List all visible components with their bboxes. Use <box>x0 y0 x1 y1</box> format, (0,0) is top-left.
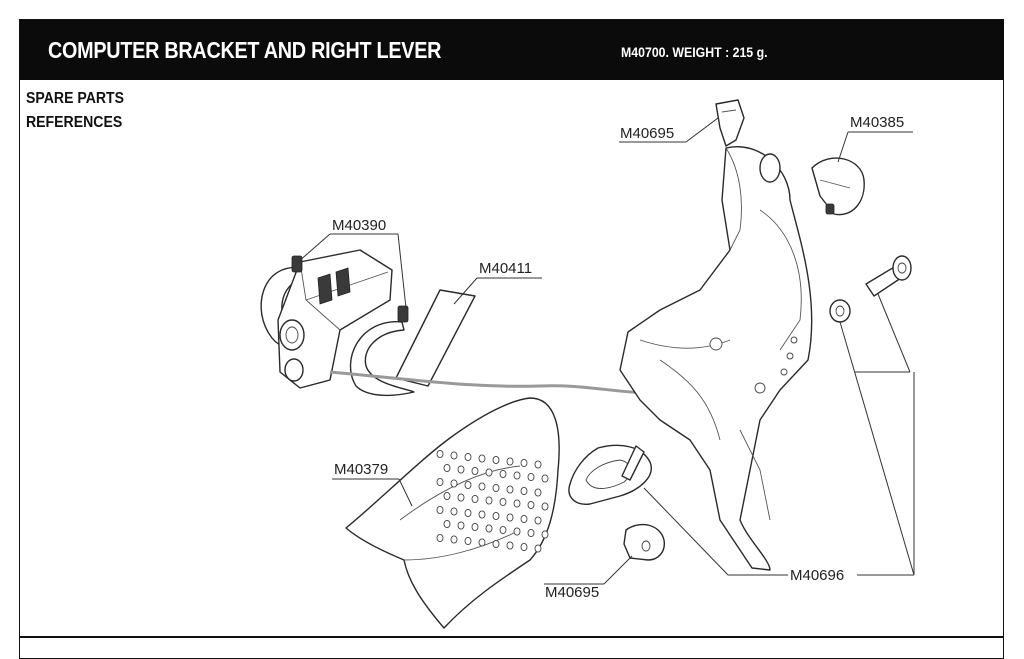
perforation-hole <box>478 482 486 491</box>
washer-part <box>829 299 851 323</box>
perforation-hole <box>450 479 458 488</box>
perforation-hole <box>541 502 549 511</box>
perforation-hole <box>436 533 444 543</box>
ref-label-adhesive-pad: M40411 <box>479 260 532 277</box>
perforation-hole <box>450 535 458 544</box>
perforation-hole <box>478 510 486 519</box>
ref-label-lever-clip-bottom: M40695 <box>545 584 599 601</box>
perforation-hole <box>436 449 444 459</box>
lever-body-part <box>619 146 813 571</box>
perforation-hole <box>499 497 507 507</box>
cable <box>329 370 661 396</box>
perforation-hole <box>485 468 493 477</box>
perforation-hole <box>443 491 451 501</box>
section-label-references: REFERENCES <box>26 114 123 131</box>
perforation-hole <box>492 483 500 493</box>
header-bar: COMPUTER BRACKET AND RIGHT LEVER M40700.… <box>20 20 1004 80</box>
perforation-hole <box>464 536 472 546</box>
perforation-hole <box>471 466 479 476</box>
perforation-hole <box>478 454 486 463</box>
hood-part <box>345 397 560 629</box>
perforation-hole <box>527 472 535 482</box>
computer-bracket-part <box>260 249 415 397</box>
bolt-part <box>865 255 912 297</box>
perforation-hole <box>464 508 472 518</box>
perforation-hole <box>513 527 521 536</box>
perforation-hole <box>506 485 514 494</box>
perforation-hole <box>478 538 486 547</box>
perforation-hole <box>527 500 535 510</box>
ref-label-clamp-band: M40696 <box>790 567 844 584</box>
perforation-hole <box>506 457 514 466</box>
page-subtitle: M40700. WEIGHT : 215 g. <box>621 44 768 60</box>
perforation-hole <box>506 541 514 550</box>
perforation-hole <box>492 539 500 549</box>
perforation-hole <box>541 474 549 483</box>
perforation-hole <box>450 451 458 460</box>
perforation-hole <box>485 524 493 533</box>
perforation-hole <box>471 494 479 504</box>
ref-label-lever-cover: M40385 <box>850 114 904 131</box>
perforation-hole <box>520 542 528 552</box>
perforation-hole <box>506 513 514 522</box>
hood-perforations <box>436 449 549 553</box>
adhesive-pad-part <box>395 289 476 387</box>
ref-label-hood: M40379 <box>334 461 388 478</box>
perforation-hole <box>513 499 521 508</box>
perforation-hole <box>457 521 465 530</box>
perforation-hole <box>450 507 458 516</box>
perforation-hole <box>534 544 542 553</box>
perforation-hole <box>492 455 500 465</box>
perforation-hole <box>457 465 465 474</box>
page-title: COMPUTER BRACKET AND RIGHT LEVER <box>48 37 442 63</box>
perforation-hole <box>527 528 535 538</box>
perforation-hole <box>436 477 444 487</box>
perforation-hole <box>485 496 493 505</box>
perforation-hole <box>520 514 528 524</box>
perforation-hole <box>534 460 542 469</box>
perforation-hole <box>534 488 542 497</box>
lever-clip-top-part <box>715 99 745 147</box>
perforation-hole <box>443 463 451 473</box>
ref-label-computer-bracket: M40390 <box>332 217 386 234</box>
ref-label-lever-clip-top: M40695 <box>620 125 674 142</box>
perforation-hole <box>471 522 479 532</box>
perforation-hole <box>513 471 521 480</box>
leader-lines <box>297 117 915 585</box>
clamp-band-part <box>568 444 652 505</box>
section-label-spare-parts: SPARE PARTS <box>26 90 125 107</box>
perforation-hole <box>443 519 451 529</box>
bottom-rule <box>20 636 1004 638</box>
perforation-hole <box>492 511 500 521</box>
perforation-hole <box>534 516 542 525</box>
perforation-hole <box>436 505 444 515</box>
perforation-hole <box>520 486 528 496</box>
perforation-hole <box>499 525 507 535</box>
perforation-hole <box>499 469 507 479</box>
lever-clip-bottom-part <box>623 523 665 561</box>
perforation-hole <box>457 493 465 502</box>
perforation-hole <box>541 530 549 539</box>
lever-cover-part <box>811 157 865 216</box>
perforation-hole <box>520 458 528 468</box>
perforation-hole <box>464 452 472 462</box>
perforation-hole <box>464 480 472 490</box>
